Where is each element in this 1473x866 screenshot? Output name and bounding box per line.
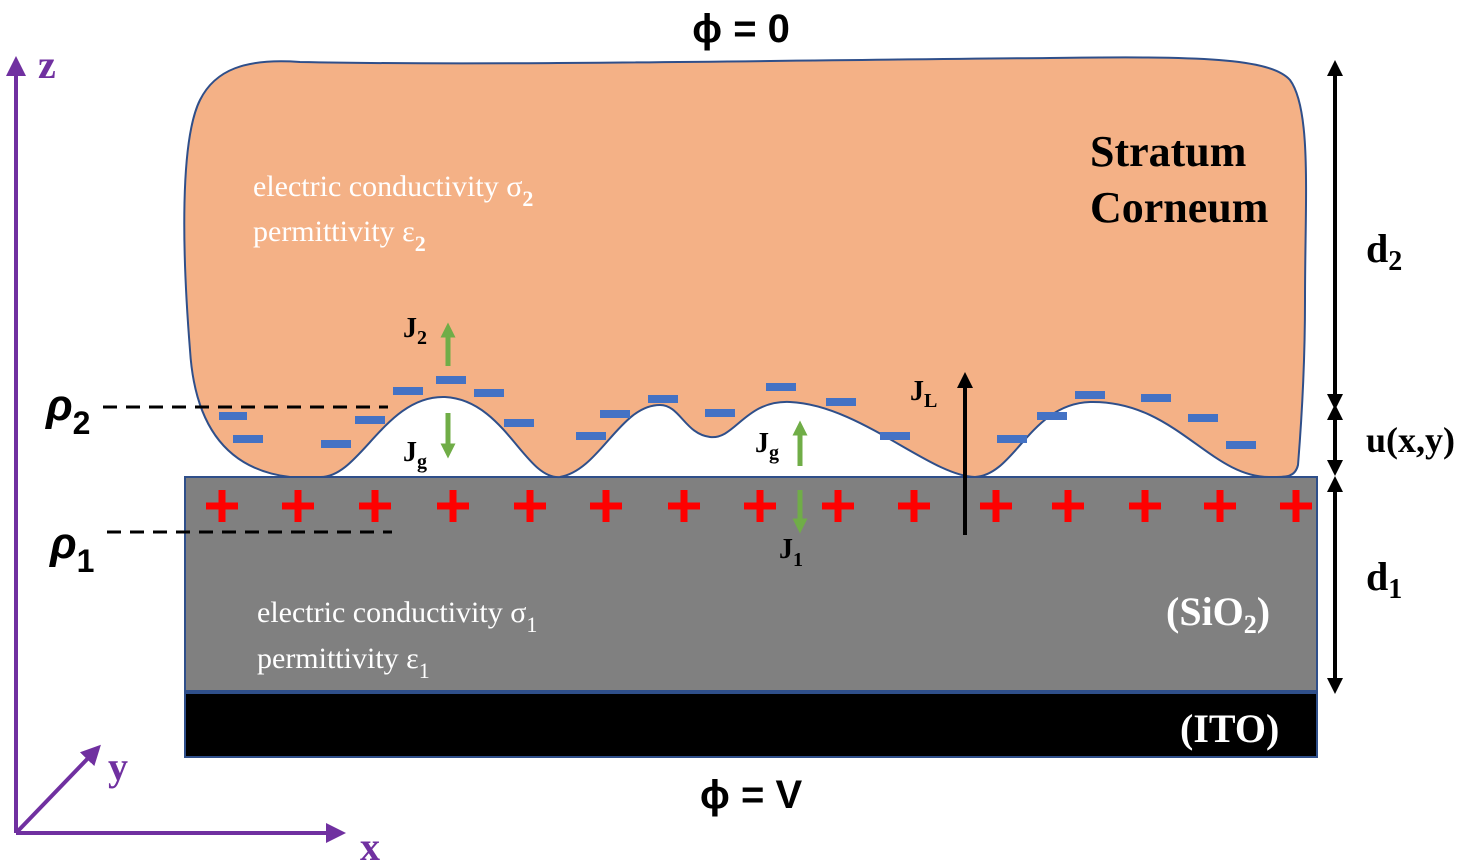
negative-charge [504, 419, 534, 427]
negative-charges [219, 376, 1256, 449]
u-label: u(x,y) [1366, 420, 1455, 460]
y-axis [14, 744, 101, 835]
negative-charge [474, 389, 504, 397]
y-axis-label: y [108, 744, 128, 789]
positive-charge [206, 490, 238, 522]
negative-charge [576, 432, 606, 440]
stratum-permittivity: permittivity ε2 [253, 215, 426, 256]
jg-mid-label: Jg [755, 428, 779, 464]
negative-charge [997, 435, 1027, 443]
positive-charge [1052, 490, 1084, 522]
top-potential-label: ϕ = 0 [692, 7, 790, 51]
positive-charge [1204, 490, 1236, 522]
positive-charge [822, 490, 854, 522]
positive-charge [282, 490, 314, 522]
x-axis-label: x [360, 824, 380, 866]
rho1-label: ρ1 [48, 519, 94, 579]
negative-charge [393, 387, 423, 395]
negative-charge [1075, 391, 1105, 399]
substrate-conductivity: electric conductivity σ1 [257, 596, 537, 637]
positive-charge [980, 490, 1012, 522]
negative-charge [355, 416, 385, 424]
negative-charge [705, 409, 735, 417]
stratum-label-line1: Stratum [1090, 127, 1246, 176]
substrate-permittivity: permittivity ε1 [257, 642, 430, 683]
positive-charge [744, 490, 776, 522]
sio2-material-label: (SiO2) [1166, 589, 1270, 639]
positive-charge [590, 490, 622, 522]
negative-charge [1037, 412, 1067, 420]
negative-charge [321, 440, 351, 448]
negative-charge [233, 435, 263, 443]
negative-charge [436, 376, 466, 384]
positive-charge [1129, 490, 1161, 522]
ito-material-label: (ITO) [1180, 706, 1279, 751]
positive-charges [206, 490, 1312, 522]
negative-charge [1188, 414, 1218, 422]
positive-charge [898, 490, 930, 522]
j2-label: J2 [403, 313, 427, 349]
negative-charge [826, 398, 856, 406]
d1-label: d1 [1366, 554, 1402, 605]
positive-charge [668, 490, 700, 522]
jg-left-label: Jg [403, 437, 427, 473]
bottom-potential-label: ϕ = V [700, 773, 803, 817]
negative-charge [1226, 441, 1256, 449]
z-axis-label: z [38, 42, 56, 87]
positive-charge [437, 490, 469, 522]
jl-label: JL [910, 376, 937, 412]
positive-charge [1280, 490, 1312, 522]
negative-charge [648, 395, 678, 403]
negative-charge [600, 410, 630, 418]
positive-charge [359, 490, 391, 522]
positive-charge [514, 490, 546, 522]
stratum-corneum-layer [183, 56, 1308, 479]
d2-label: d2 [1366, 226, 1402, 277]
stratum-conductivity: electric conductivity σ2 [253, 170, 533, 211]
negative-charge [880, 432, 910, 440]
rho2-label: ρ2 [44, 381, 90, 441]
stratum-label-line2: Corneum [1090, 183, 1268, 232]
negative-charge [219, 412, 247, 420]
j1-label: J1 [779, 534, 803, 571]
ito-electrode-layer [184, 692, 1318, 758]
negative-charge [1141, 394, 1171, 402]
negative-charge [766, 383, 796, 391]
